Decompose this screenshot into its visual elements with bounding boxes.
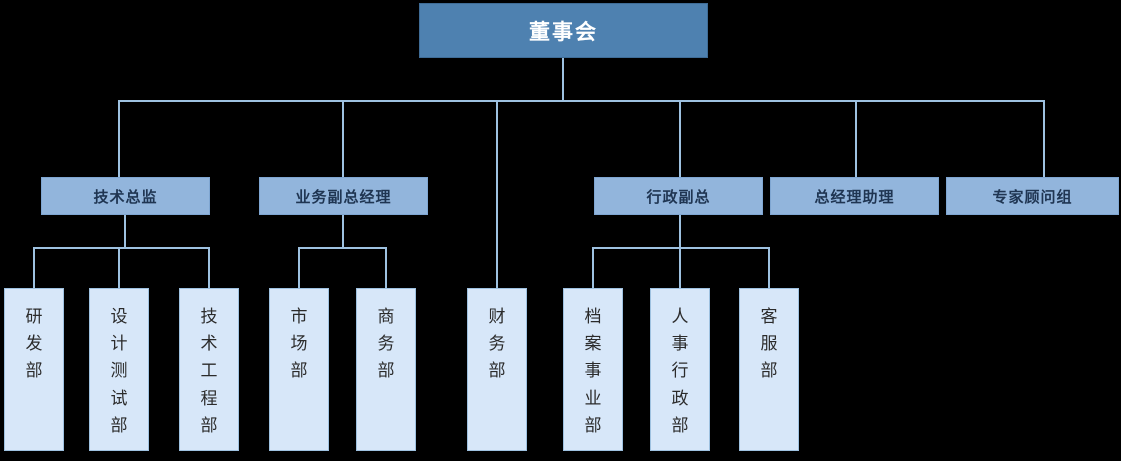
node-business-vp[interactable]: 业务副总经理 (259, 177, 428, 215)
connector-admin-to-hr (679, 247, 681, 288)
node-marketing-dept[interactable]: 市场部 (269, 288, 329, 451)
node-customer-service-dept[interactable]: 客服部 (739, 288, 799, 451)
node-label: 业务副总经理 (295, 188, 392, 206)
node-finance-dept[interactable]: 财务部 (467, 288, 527, 451)
connector-root-stem (562, 57, 564, 101)
connector-drop-business-vp (342, 100, 344, 177)
node-label: 研发部 (25, 307, 44, 381)
connector-tech-to-engineering (208, 247, 210, 288)
node-gm-assistant[interactable]: 总经理助理 (770, 177, 939, 215)
connector-admin-to-archive (592, 247, 594, 288)
connector-admin-to-service (768, 247, 770, 288)
node-label: 设计测试部 (110, 307, 129, 435)
node-archive-business-dept[interactable]: 档案事业部 (563, 288, 623, 451)
connector-business-to-marketing (298, 247, 300, 288)
node-label: 专家顾问组 (992, 188, 1073, 206)
node-label: 人事行政部 (671, 307, 690, 435)
connector-tech-to-rd (33, 247, 35, 288)
node-label: 档案事业部 (584, 307, 603, 435)
node-tech-engineering-dept[interactable]: 技术工程部 (179, 288, 239, 451)
node-label: 市场部 (290, 307, 309, 381)
connector-drop-tech-director (118, 100, 120, 177)
connector-business-to-commerce (385, 247, 387, 288)
connector-admin-stem (679, 214, 681, 248)
node-expert-advisory-group[interactable]: 专家顾问组 (946, 177, 1119, 215)
node-rd-dept[interactable]: 研发部 (4, 288, 64, 451)
node-commerce-dept[interactable]: 商务部 (356, 288, 416, 451)
connector-business-bus (298, 247, 386, 249)
connector-admin-bus (592, 247, 770, 249)
node-board-of-directors[interactable]: 董事会 (419, 3, 708, 58)
node-label: 董事会 (529, 20, 598, 44)
node-label: 客服部 (760, 307, 779, 381)
node-label: 总经理助理 (814, 188, 895, 206)
connector-tech-bus (33, 247, 210, 249)
node-tech-director[interactable]: 技术总监 (41, 177, 210, 215)
connector-business-stem (342, 214, 344, 248)
node-design-test-dept[interactable]: 设计测试部 (89, 288, 149, 451)
connector-drop-admin-vp (679, 100, 681, 177)
node-label: 商务部 (377, 307, 396, 381)
node-hr-admin-dept[interactable]: 人事行政部 (650, 288, 710, 451)
connector-drop-gm-assistant (855, 100, 857, 177)
node-label: 技术工程部 (200, 307, 219, 435)
connector-tech-stem (124, 214, 126, 248)
node-label: 技术总监 (93, 188, 158, 206)
connector-drop-finance-dept (496, 100, 498, 288)
node-label: 行政副总 (646, 188, 711, 206)
node-label: 财务部 (488, 307, 507, 381)
connector-drop-expert-group (1043, 100, 1045, 177)
node-admin-vp[interactable]: 行政副总 (594, 177, 763, 215)
connector-main-bus (118, 100, 1045, 102)
connector-tech-to-design-test (118, 247, 120, 288)
